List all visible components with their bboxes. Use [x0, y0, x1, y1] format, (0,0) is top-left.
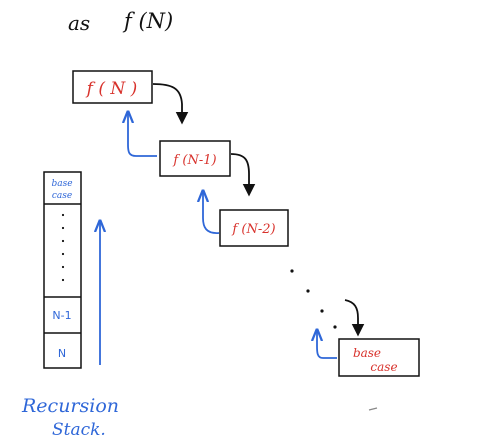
call-box-frame [338, 338, 420, 377]
call-box-label: f ( N ) [85, 79, 138, 99]
call-arrow [152, 83, 189, 125]
recursion-stack: base case N-1 N [43, 171, 100, 369]
dot [290, 269, 294, 273]
header: as f (N) [68, 9, 173, 35]
stack-label-n: N [58, 347, 66, 360]
caption-line2: Stack. [52, 420, 106, 440]
stray-mark [368, 407, 378, 411]
caption-line1: Recursion [21, 395, 119, 417]
stack-ellipsis [61, 213, 65, 282]
dot [333, 325, 337, 329]
return-arrow [317, 331, 337, 359]
return-arrow [203, 192, 220, 234]
header-expression: f (N) [122, 9, 173, 33]
dot [61, 226, 65, 230]
stack-label-n-minus-1: N-1 [52, 309, 71, 322]
call-box-frame [72, 70, 153, 104]
dot [61, 239, 65, 243]
call-arrow [344, 299, 365, 337]
return-arrow [128, 113, 157, 157]
call-box-label-line2: case [370, 360, 397, 374]
call-arrows [152, 83, 365, 337]
stack-caption: Recursion Stack. [21, 395, 119, 440]
dot [61, 278, 65, 282]
stack-top-line1: base [51, 179, 72, 189]
call-box-f-n-minus-2: f (N-2) [219, 209, 289, 247]
call-box-base-case: base case [338, 338, 420, 377]
ellipsis-dots [290, 269, 337, 329]
return-arrows [128, 113, 337, 359]
call-box-f-n: f ( N ) [72, 70, 153, 104]
stack-frame [43, 171, 82, 369]
call-box-label: f (N-2) [231, 222, 275, 237]
header-prefix: as [68, 11, 90, 35]
call-box-frame [159, 140, 231, 177]
call-arrow [230, 153, 256, 197]
call-box-f-n-minus-1: f (N-1) [159, 140, 231, 177]
call-box-label-line1: base [353, 346, 381, 360]
dot [61, 213, 65, 217]
dot [306, 289, 310, 293]
dot [61, 252, 65, 256]
stack-top-line2: case [52, 191, 72, 201]
call-box-frame [219, 209, 289, 247]
call-box-label: f (N-1) [172, 153, 216, 168]
dot [61, 265, 65, 269]
dot [320, 309, 324, 313]
